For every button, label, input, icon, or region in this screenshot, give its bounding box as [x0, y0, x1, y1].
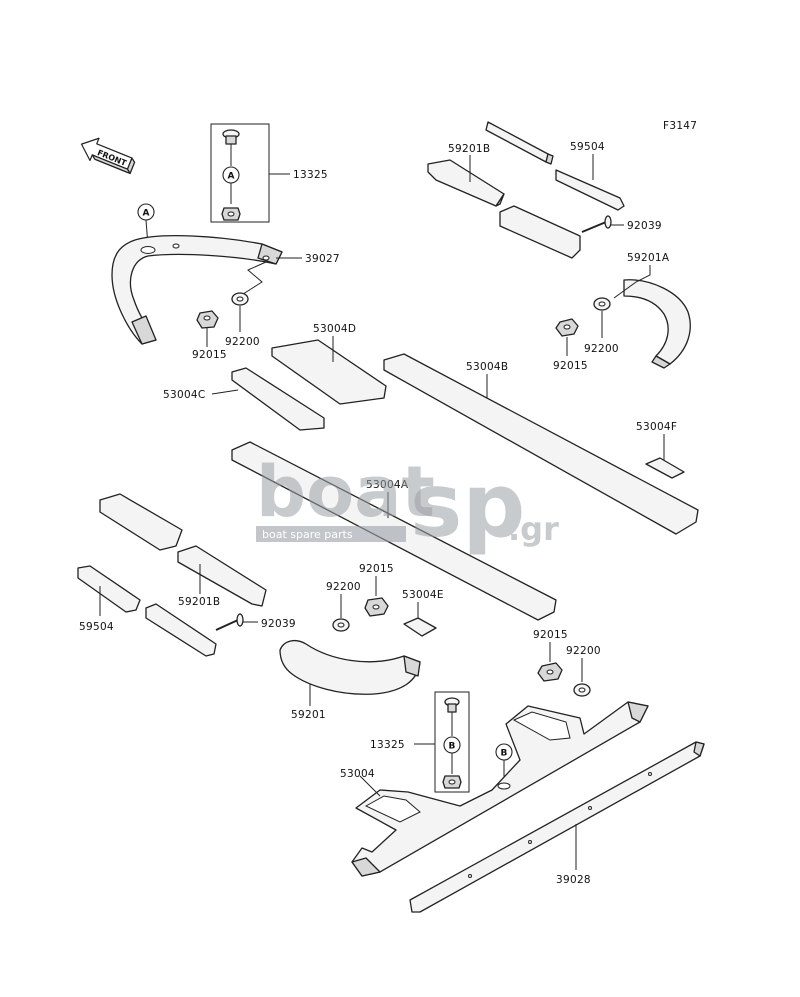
- trim-59201b-top-right: [499, 205, 581, 259]
- label-92200-bottom-right: 92200: [566, 645, 601, 657]
- label-59201b-top: 59201B: [448, 143, 490, 155]
- nut-92015-right: [555, 318, 579, 337]
- fastener-box-a: [210, 123, 270, 223]
- callout-a-box-text: A: [228, 172, 235, 182]
- label-53004a: 53004A: [366, 479, 409, 491]
- washer-92200-bottom-right: [573, 683, 591, 697]
- mat-53004f: [645, 457, 685, 479]
- bumper-39027: [111, 235, 283, 345]
- watermark-tld: .gr: [508, 510, 559, 548]
- watermark-tagline: boat spare parts: [262, 528, 353, 541]
- label-92039-bottom: 92039: [261, 618, 296, 630]
- label-39028: 39028: [556, 874, 591, 886]
- label-92015-left: 92015: [192, 349, 227, 361]
- nut-92015-left: [196, 310, 219, 329]
- label-39027: 39027: [305, 253, 340, 265]
- washer-92200-right: [593, 297, 611, 311]
- washer-92200-middle: [332, 618, 350, 632]
- bumper-59201a: [623, 279, 691, 369]
- rivet-92039-bottom: [215, 613, 244, 631]
- trim-59201b-bottom-right: [177, 545, 267, 607]
- nut-92015-middle: [364, 597, 389, 617]
- label-53004d: 53004D: [313, 323, 356, 335]
- mat-53004b: [383, 353, 699, 535]
- label-92200-left: 92200: [225, 336, 260, 348]
- trim-59504-top-upper: [485, 121, 554, 165]
- bolt-13325-b: [444, 697, 460, 713]
- label-92015-middle: 92015: [359, 563, 394, 575]
- trim-59201b-top-left: [427, 159, 505, 207]
- mat-53004e: [403, 617, 437, 637]
- trim-59201b-bottom-left: [99, 493, 183, 551]
- watermark-brand-right: sp: [410, 454, 525, 557]
- fastener-box-b: [434, 691, 470, 793]
- label-92039-top: 92039: [627, 220, 662, 232]
- callout-b-box-text: B: [449, 742, 456, 752]
- label-13325-top: 13325: [293, 169, 328, 181]
- label-59201: 59201: [291, 709, 326, 721]
- watermark: boat sp .gr boat spare parts: [256, 451, 559, 557]
- rivet-92039-top: [581, 215, 612, 233]
- watermark-brand-left: boat: [256, 451, 435, 533]
- mat-53004c: [231, 367, 325, 431]
- label-59201a: 59201A: [627, 252, 670, 264]
- trim-59504-bottom-left: [77, 565, 141, 613]
- washer-92200-left: [231, 292, 249, 306]
- label-13325-bottom: 13325: [370, 739, 405, 751]
- figure-code: F3147: [663, 120, 697, 132]
- front-arrow-icon: FRONT: [80, 137, 136, 175]
- trim-59504-top: [555, 169, 625, 211]
- bolt-13325-a: [222, 129, 240, 145]
- nut-13325-a: [221, 207, 241, 221]
- label-53004c: 53004C: [163, 389, 206, 401]
- label-92015-right: 92015: [553, 360, 588, 372]
- label-59504-bottom: 59504: [79, 621, 114, 633]
- callout-a-bumper-text: A: [143, 209, 150, 219]
- nut-92015-bottom-right: [537, 662, 563, 682]
- label-53004e: 53004E: [402, 589, 444, 601]
- label-59504-top: 59504: [570, 141, 605, 153]
- label-53004f: 53004F: [636, 421, 677, 433]
- label-53004: 53004: [340, 768, 375, 780]
- label-92200-right: 92200: [584, 343, 619, 355]
- callout-b-frame-text: B: [501, 749, 508, 759]
- label-92015-bottom-right: 92015: [533, 629, 568, 641]
- nut-13325-b: [442, 775, 462, 789]
- label-53004b: 53004B: [466, 361, 508, 373]
- label-59201b-bottom: 59201B: [178, 596, 220, 608]
- rail-39028: [409, 741, 705, 913]
- frame-53004: [351, 701, 649, 877]
- label-92200-middle: 92200: [326, 581, 361, 593]
- trim-59504-bottom-right: [145, 603, 217, 657]
- bumper-59201: [279, 639, 421, 695]
- mat-53004d: [271, 339, 387, 405]
